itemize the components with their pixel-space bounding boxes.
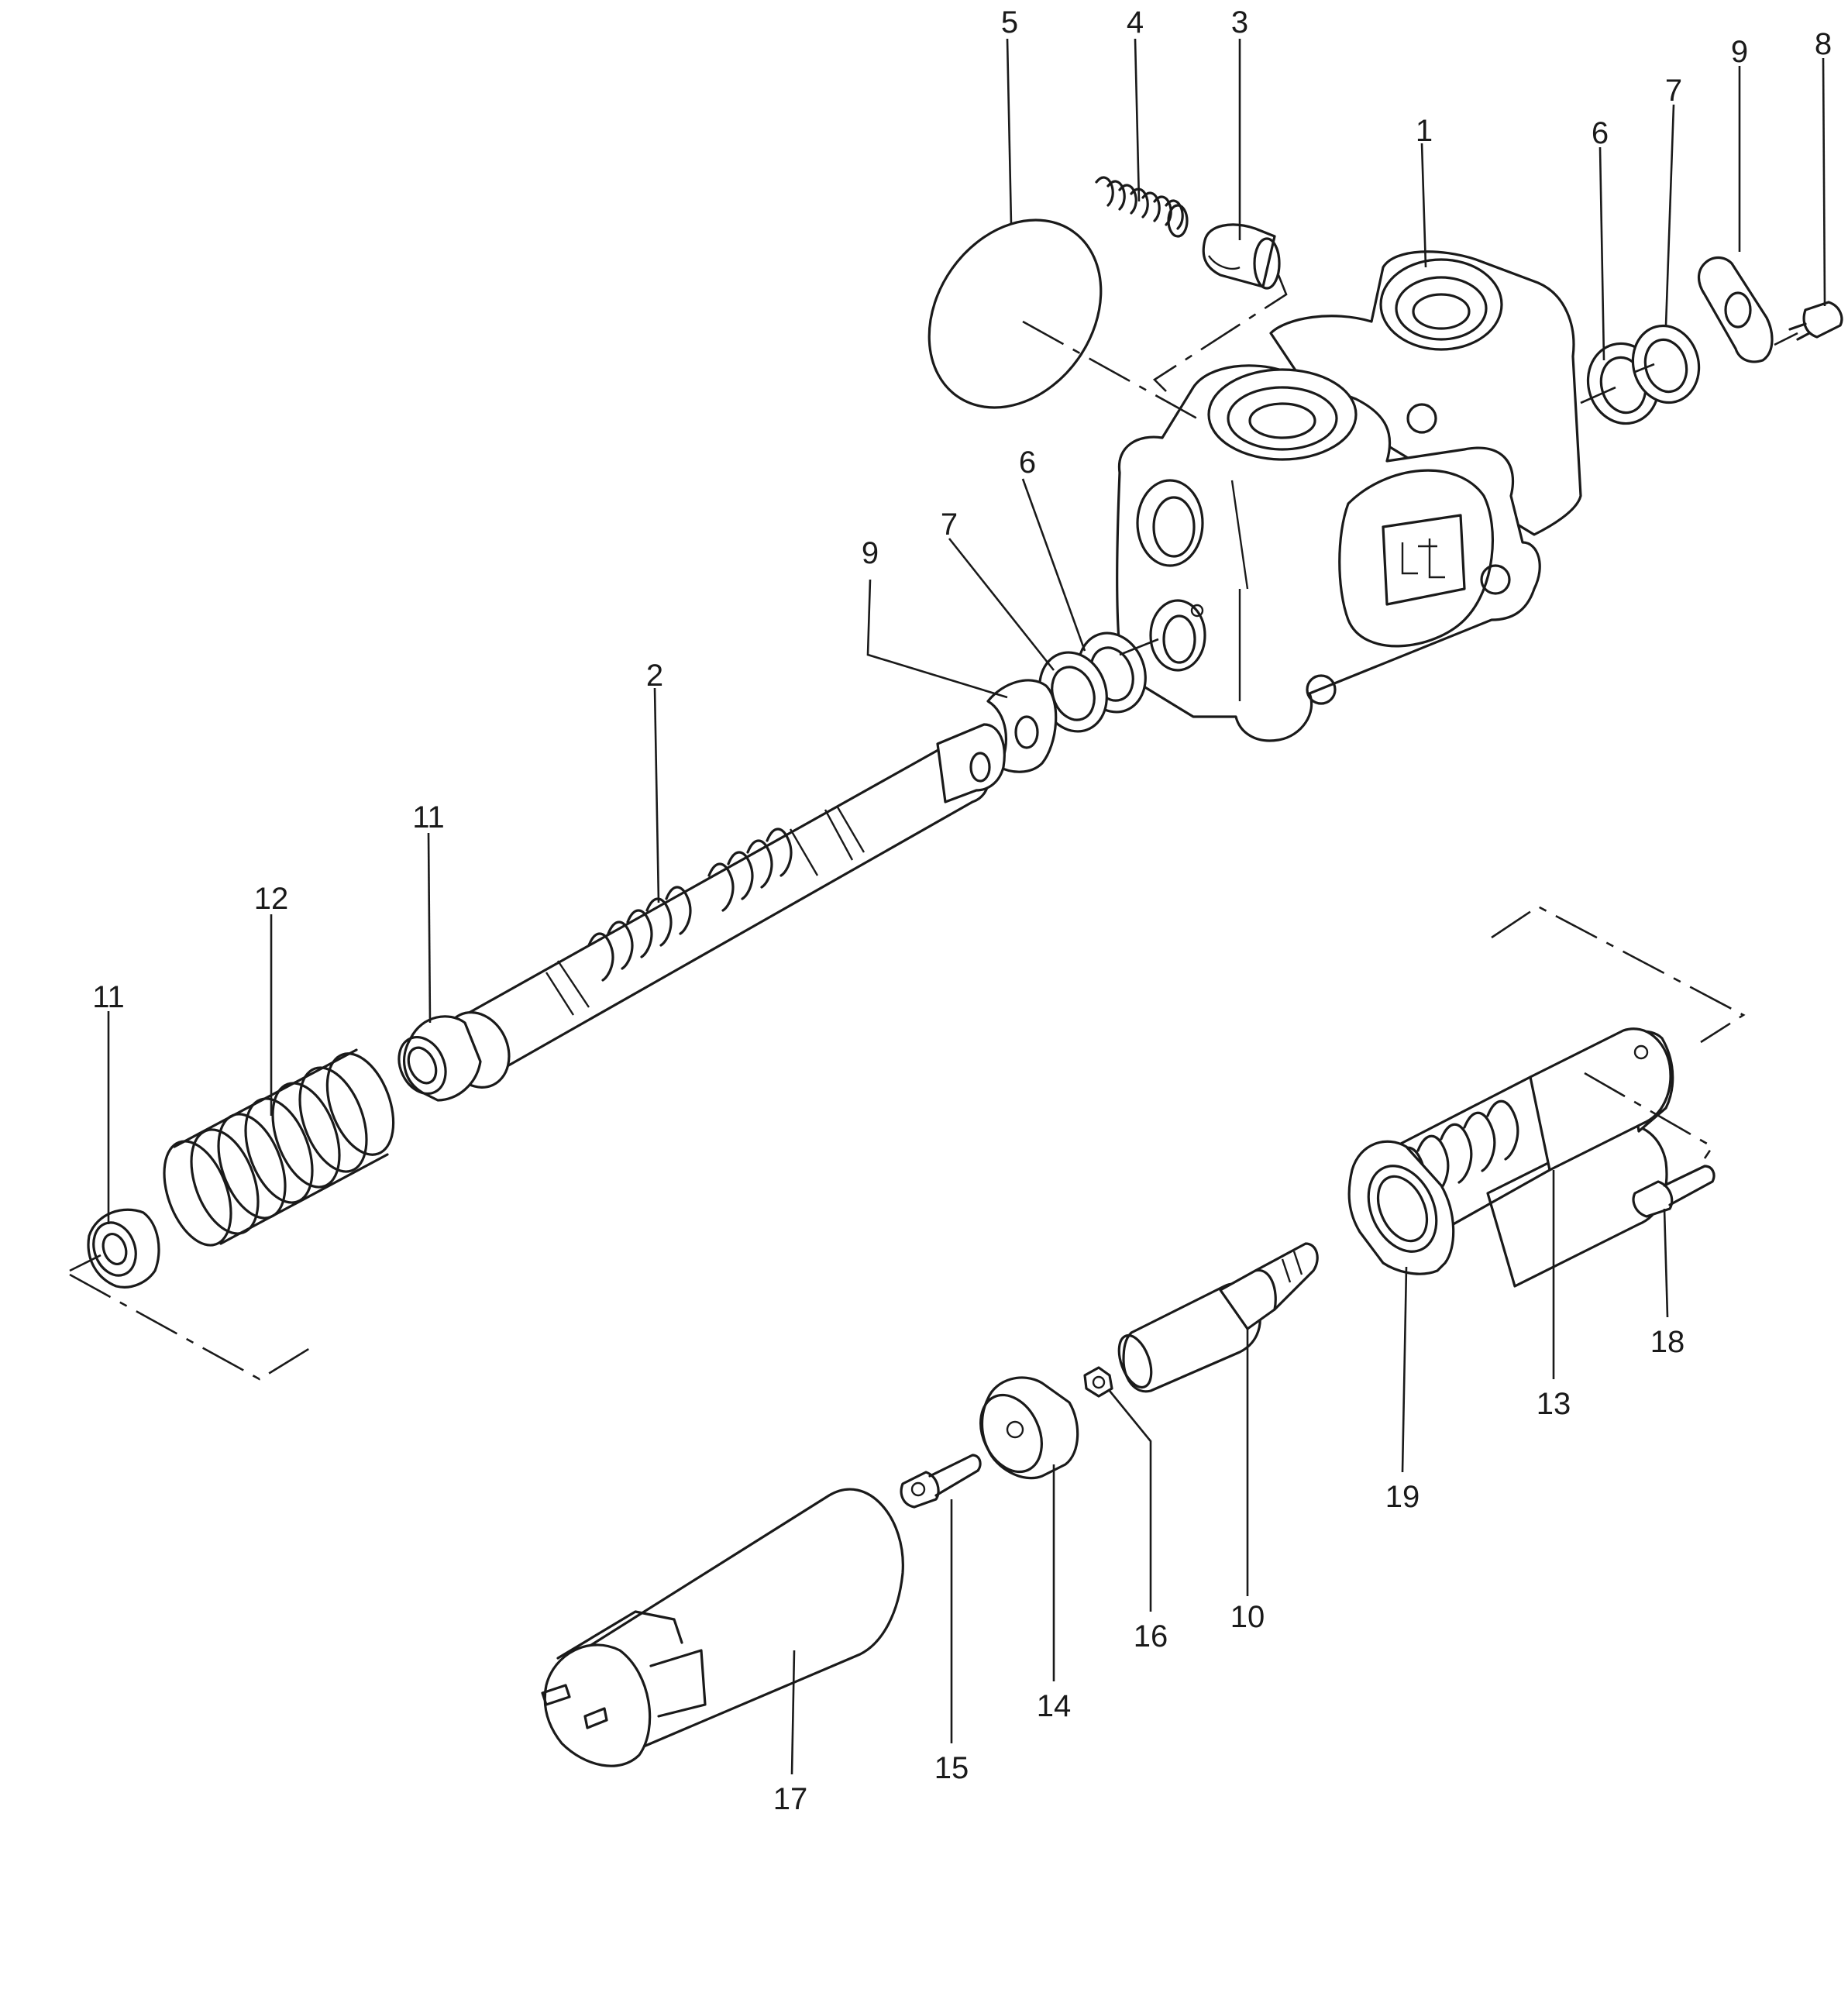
part-9-gasket-right	[1697, 256, 1774, 363]
callout-2: 2	[646, 659, 663, 693]
part-7-ring-right	[1631, 324, 1701, 404]
assembly-line-8	[1774, 332, 1798, 346]
part-16-small-nut	[1083, 1366, 1113, 1398]
callout-19: 19	[1385, 1480, 1420, 1514]
part-4-spring	[1095, 176, 1189, 238]
callout-15: 15	[934, 1751, 969, 1785]
part-11-collar-lower	[87, 1208, 160, 1289]
callout-3: 3	[1231, 5, 1248, 40]
callout-17: 17	[773, 1782, 808, 1816]
callout-16: 16	[1134, 1619, 1168, 1653]
part-5-cover-disc	[927, 219, 1103, 409]
callout-7-center: 7	[941, 508, 958, 542]
part-17-solenoid	[541, 1488, 904, 1767]
assembly-line-3	[1152, 274, 1288, 392]
callout-6-right: 6	[1592, 116, 1609, 150]
callout-11-upper: 11	[412, 800, 445, 834]
leader-lines	[107, 38, 1826, 1775]
part-18-screw	[1632, 1165, 1716, 1218]
callout-18: 18	[1650, 1325, 1685, 1359]
callout-7-right: 7	[1665, 74, 1682, 108]
part-8-screw	[1788, 301, 1843, 341]
callout-14: 14	[1037, 1689, 1072, 1723]
assembly-line-right-seals	[1580, 363, 1655, 404]
callout-labels: 1 2 3 4 5 6 6 7 7 8 9 9 10 11 11 12 13 1…	[92, 5, 1832, 1816]
part-11-collar-upper	[397, 1015, 482, 1102]
callout-5: 5	[1001, 5, 1018, 40]
part-9-gasket-center	[986, 679, 1058, 773]
part-15-bolt	[900, 1454, 982, 1509]
valve-body	[1116, 250, 1582, 742]
callout-13: 13	[1537, 1387, 1571, 1421]
part-10-shaft	[1117, 1242, 1319, 1393]
assembly-line-left	[69, 1254, 311, 1381]
callout-12: 12	[254, 882, 289, 916]
assembly-line-5	[1022, 320, 1198, 420]
callout-1: 1	[1416, 114, 1433, 148]
callout-8: 8	[1815, 27, 1832, 61]
assembly-line-center-seals	[1119, 638, 1159, 656]
part-2-spool	[442, 723, 1006, 1089]
callout-9-center: 9	[862, 536, 879, 570]
part-12-spring	[163, 1048, 395, 1247]
callout-9-right: 9	[1731, 35, 1748, 69]
assembly-line-right-lower	[1491, 905, 1746, 1159]
part-14-puck	[979, 1376, 1079, 1480]
part-19-nut	[1347, 1140, 1455, 1275]
callout-6-center: 6	[1019, 446, 1036, 480]
callout-11-lower: 11	[92, 980, 125, 1014]
callout-4: 4	[1127, 5, 1144, 40]
part-3-plunger	[1202, 223, 1281, 290]
callout-10: 10	[1230, 1600, 1265, 1634]
